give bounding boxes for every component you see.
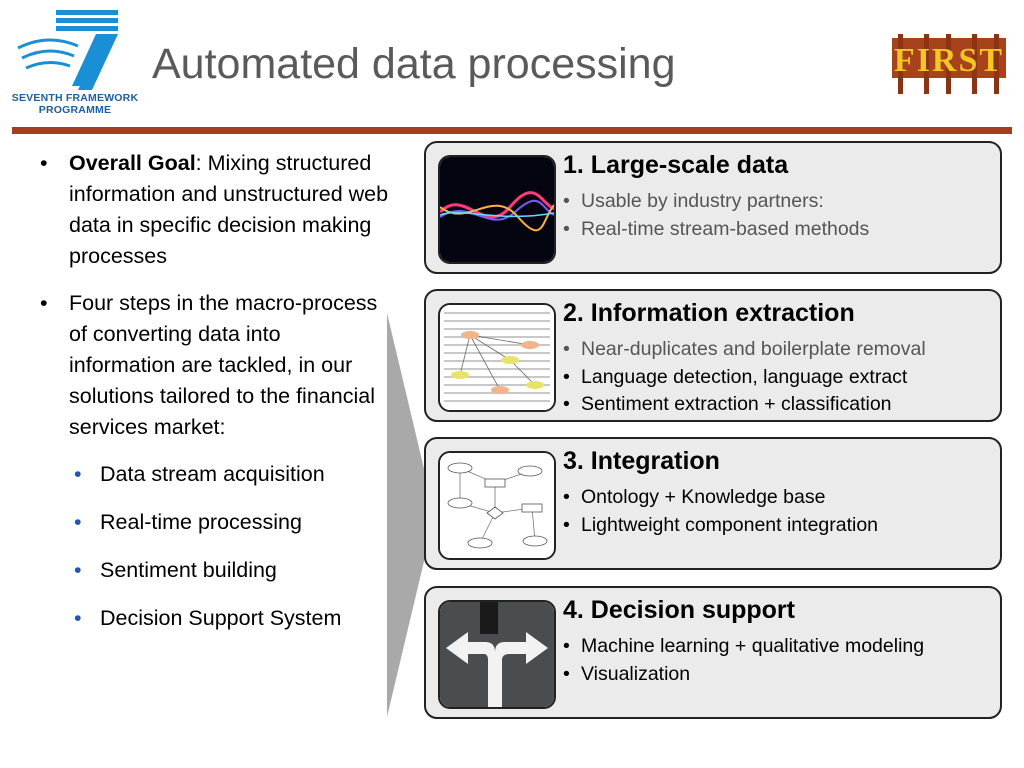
first-logo-icon: FIRST (892, 34, 1006, 94)
step-card-integration: 3. Integration •Ontology + Knowledge bas… (424, 437, 1002, 570)
bullet-dot: • (40, 151, 48, 175)
step-list: •Near-duplicates and boilerplate removal… (563, 336, 926, 419)
sub-bullet-dot: • (74, 462, 82, 486)
left-column: • Overall Goal: Mixing structured inform… (40, 148, 390, 651)
sub-item: • Data stream acquisition (40, 459, 390, 490)
goal-label: Overall Goal (69, 151, 196, 175)
list-item: •Machine learning + qualitative modeling (563, 635, 925, 657)
list-item: •Near-duplicates and boilerplate removal (563, 338, 926, 360)
list-item: •Ontology + Knowledge base (563, 486, 826, 508)
road-arrows-image (438, 600, 556, 709)
first-logo-text: FIRST (894, 42, 1004, 79)
goal-text: : Mixing structured information and unst… (69, 151, 389, 268)
sub-item: • Real-time processing (40, 507, 390, 538)
chevron-arrow-icon (387, 313, 435, 717)
page-title: Automated data processing (152, 40, 676, 88)
first-logo: FIRST (890, 34, 1008, 94)
step-list: •Ontology + Knowledge base •Lightweight … (563, 484, 878, 539)
steps-text: Four steps in the macro-process of conve… (69, 291, 378, 439)
goal-bullet: • Overall Goal: Mixing structured inform… (40, 148, 390, 272)
step-card-large-scale-data: 1. Large-scale data •Usable by industry … (424, 141, 1002, 274)
step-title: 3. Integration (563, 447, 720, 475)
step-title: 4. Decision support (563, 596, 795, 624)
sub-item: • Decision Support System (40, 603, 390, 634)
er-diagram-image (438, 451, 556, 560)
light-streak-image (438, 155, 556, 264)
list-item: •Language detection, language extract (563, 365, 908, 388)
sub-item: • Sentiment building (40, 555, 390, 586)
sub-item-label: Data stream acquisition (100, 462, 325, 486)
annotated-text-image (438, 303, 556, 412)
list-item: •Real-time stream-based methods (563, 217, 870, 240)
fp7-logo-line2: PROGRAMME (38, 104, 112, 116)
header-rule (12, 127, 1012, 134)
list-item: •Usable by industry partners: (563, 190, 824, 212)
fp7-logo-line1: SEVENTH FRAMEWORK (11, 92, 139, 104)
sub-bullet-dot: • (74, 558, 82, 582)
step-card-information-extraction: 2. Information extraction •Near-duplicat… (424, 289, 1002, 422)
fp7-seven-icon (17, 10, 118, 90)
steps-bullet: • Four steps in the macro-process of con… (40, 288, 390, 443)
bullet-dot: • (40, 291, 48, 315)
list-item: •Lightweight component integration (563, 513, 879, 536)
fp7-logo: SEVENTH FRAMEWORK PROGRAMME (8, 8, 142, 118)
step-list: •Machine learning + qualitative modeling… (563, 633, 924, 688)
sub-item-label: Sentiment building (100, 558, 277, 582)
step-title: 1. Large-scale data (563, 151, 789, 179)
list-item: •Sentiment extraction + classification (563, 393, 892, 415)
step-list: •Usable by industry partners: •Real-time… (563, 188, 869, 243)
sub-bullet-dot: • (74, 606, 82, 630)
sub-item-label: Decision Support System (100, 606, 342, 630)
sub-bullet-dot: • (74, 510, 82, 534)
step-title: 2. Information extraction (563, 299, 855, 327)
list-item: •Visualization (563, 662, 691, 685)
sub-item-label: Real-time processing (100, 510, 302, 534)
step-card-decision-support: 4. Decision support •Machine learning + … (424, 586, 1002, 719)
